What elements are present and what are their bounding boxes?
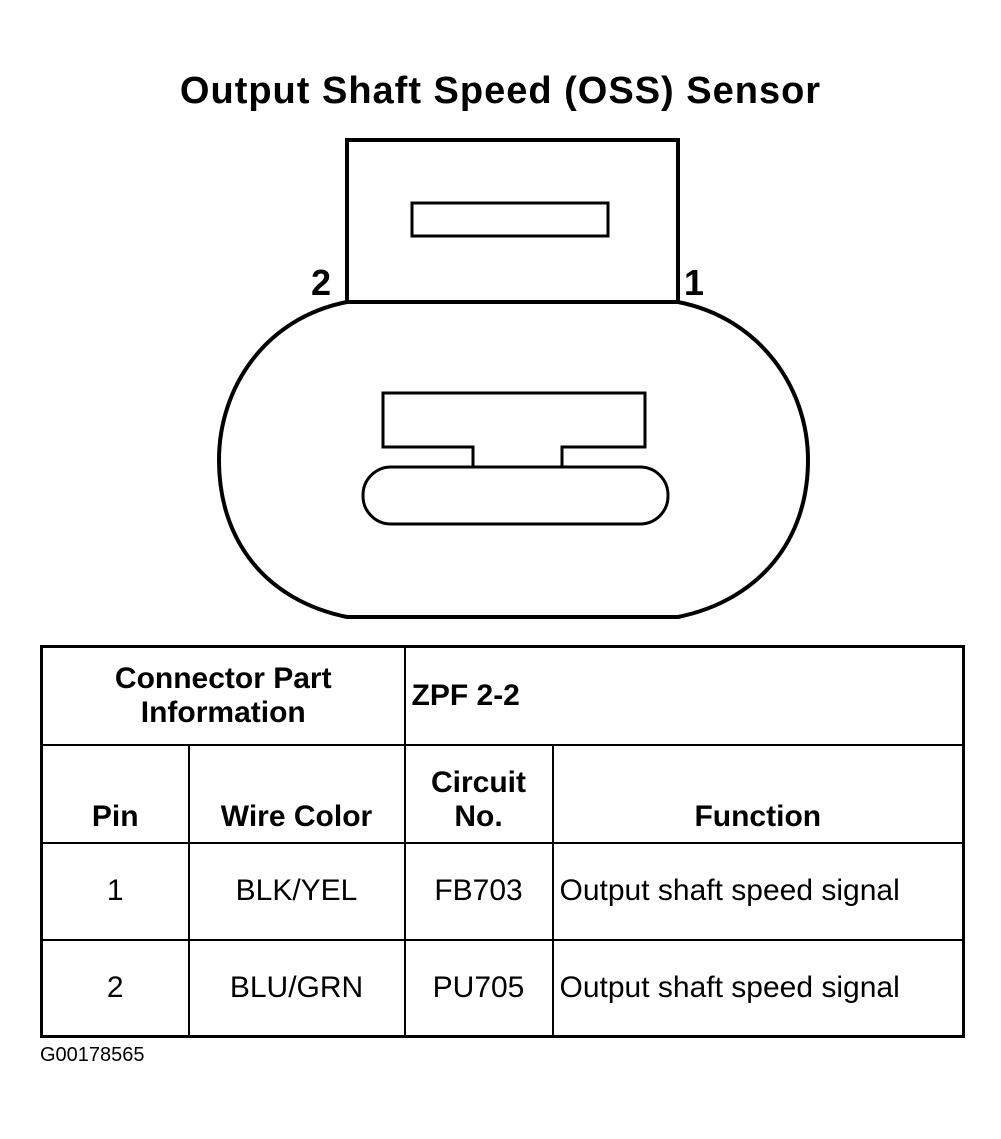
- part-info-label: Connector Part Information: [40, 645, 406, 746]
- header-function: Function: [551, 743, 965, 844]
- part-info-row: Connector Part Information ZPF 2-2: [40, 645, 965, 746]
- pin-1-label: 1: [684, 262, 705, 303]
- diagram-title: Output Shaft Speed (OSS) Sensor: [179, 70, 822, 112]
- header-pin: Pin: [40, 743, 190, 844]
- row-pin: 1: [40, 841, 190, 941]
- part-info-value: ZPF 2-2: [403, 645, 965, 746]
- row-wire-color: BLK/YEL: [187, 841, 406, 941]
- row-function: Output shaft speed signal: [551, 841, 965, 941]
- table-row: 1 BLK/YEL FB703 Output shaft speed signa…: [40, 841, 965, 941]
- lock-tab-slot: [410, 201, 610, 238]
- row-function: Output shaft speed signal: [551, 938, 965, 1038]
- terminal-slot: [361, 465, 670, 526]
- pinout-table: Connector Part Information ZPF 2-2 Pin W…: [40, 645, 966, 1038]
- header-wire-color: Wire Color: [187, 743, 406, 844]
- pin-2-label: 2: [311, 262, 332, 303]
- row-circuit-no: PU705: [403, 938, 554, 1038]
- oss-connector-drawing: [216, 138, 811, 619]
- row-pin: 2: [40, 938, 190, 1038]
- row-wire-color: BLU/GRN: [187, 938, 406, 1038]
- table-row: 2 BLU/GRN PU705 Output shaft speed signa…: [40, 938, 965, 1038]
- header-row: Pin Wire Color Circuit No. Function: [40, 743, 965, 844]
- figure-id: G00178565: [40, 1044, 145, 1066]
- row-circuit-no: FB703: [403, 841, 554, 941]
- header-circuit-no: Circuit No.: [403, 743, 554, 844]
